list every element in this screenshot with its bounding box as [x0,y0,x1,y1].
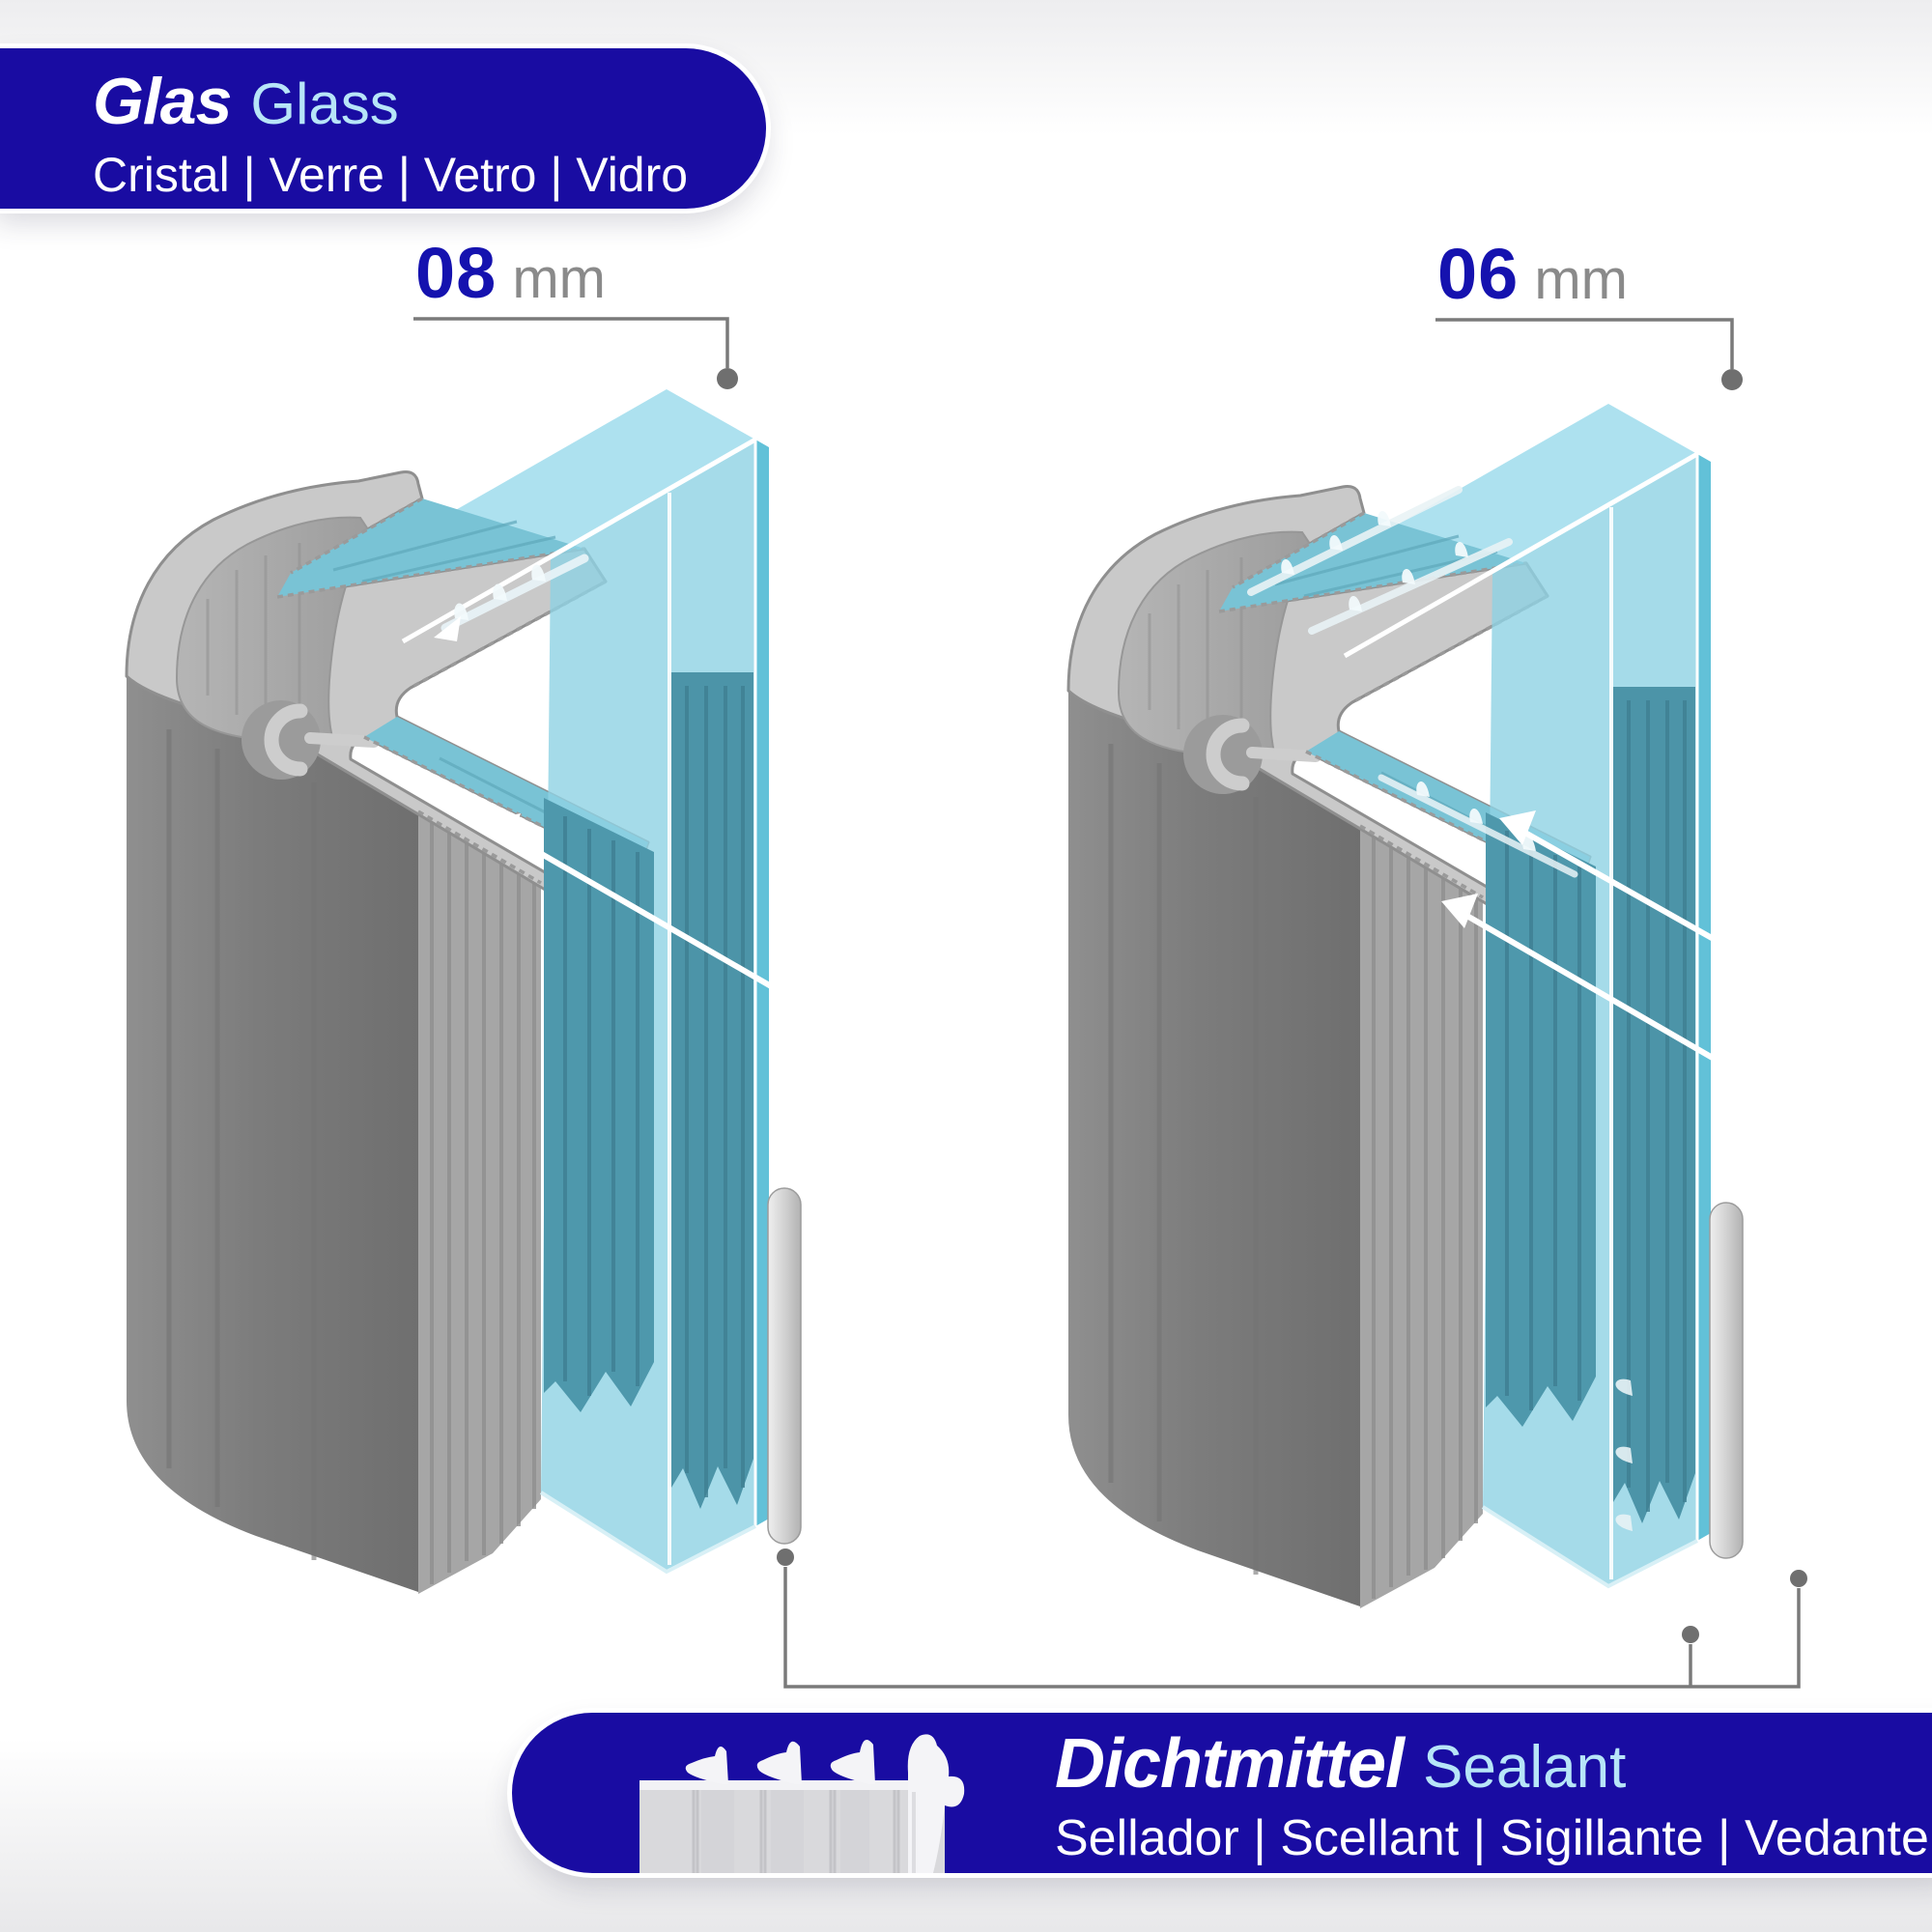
leader-8mm [413,317,729,368]
glazing-profile-diagram-8mm [127,389,801,1594]
leader-dot-6mm [1721,369,1743,390]
leader-dot-8mm [717,368,738,389]
thickness-value-6mm: 06 [1437,234,1520,314]
thickness-unit-6mm: mm [1534,248,1628,311]
footer-title: Dichtmittel Sealant [1055,1724,1929,1804]
footer-banner-sealant: Dichtmittel Sealant Sellador | Scellant … [512,1713,1932,1873]
header-title-primary: Glas [93,65,232,138]
header-title-secondary: Glass [250,71,399,136]
glazing-profile-diagram-6mm [1068,404,1789,1608]
thickness-value-8mm: 08 [415,233,497,313]
leader-dot-sealant-right [1790,1570,1807,1587]
footer-title-secondary: Sealant [1423,1734,1627,1801]
footer-subtitle: Sellador | Scellant | Sigillante | Vedan… [1055,1810,1929,1866]
thickness-label-6mm: 06 mm [1437,233,1628,315]
sealant-profile-icon [639,1734,965,1873]
leader-dot-sealant-mid [1682,1626,1699,1643]
leader-dot-sealant-left [777,1548,794,1566]
thickness-unit-8mm: mm [512,247,606,310]
footer-title-block: Dichtmittel Sealant Sellador | Scellant … [1055,1724,1929,1867]
footer-title-primary: Dichtmittel [1055,1725,1405,1803]
header-subtitle: Cristal | Verre | Vetro | Vidro [93,148,689,202]
header-banner-glass: Glas Glass Cristal | Verre | Vetro | Vid… [0,48,766,209]
header-title: Glas Glass [93,64,766,139]
thickness-label-8mm: 08 mm [415,232,606,314]
leader-6mm [1435,318,1734,369]
leader-sealant [783,1567,1801,1689]
